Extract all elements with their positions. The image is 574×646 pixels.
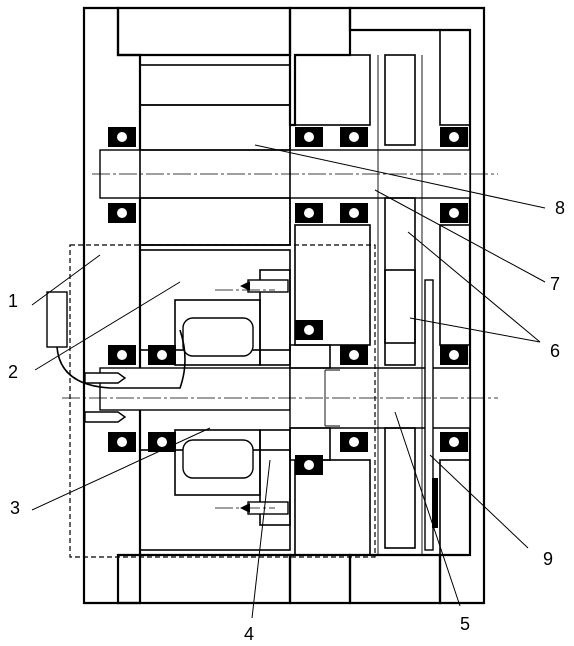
housing-bottom-left-flange (116, 553, 292, 605)
bearings (108, 127, 468, 475)
callout-5: 5 (460, 614, 470, 634)
motor-assembly (174, 269, 331, 526)
callout-4: 4 (244, 624, 254, 644)
rotor-flange-upper (259, 269, 291, 366)
gears (377, 54, 423, 555)
callout-8: 8 (555, 198, 565, 218)
housing-top-middle (288, 6, 352, 127)
callout-7: 7 (550, 274, 560, 294)
partition-upper (294, 54, 371, 126)
housing-bottom-middle (288, 553, 352, 605)
centerlines (62, 173, 498, 509)
callout-9: 9 (543, 549, 553, 569)
sensor-body (46, 291, 68, 348)
callout-3: 3 (10, 498, 20, 518)
housing-bottom-right (348, 553, 442, 605)
gear-lower-top (384, 269, 416, 366)
bolts (240, 279, 289, 515)
right-wall-lower (439, 459, 471, 556)
right-wall-middle (439, 224, 471, 346)
encoder-disk (424, 279, 438, 551)
partition (294, 29, 471, 556)
callout-labels: 1 2 3 4 5 6 7 8 9 (8, 198, 565, 644)
partition-middle (294, 224, 371, 346)
gear-upper-top (384, 54, 416, 146)
housing-left-wall (82, 6, 142, 605)
partition-lower (294, 459, 371, 556)
callout-2: 2 (8, 362, 18, 382)
right-wall-upper (439, 29, 471, 126)
gear-lower-bottom (384, 427, 416, 549)
housing-top-left-flange (116, 6, 292, 57)
sensor (46, 291, 186, 423)
callout-6: 6 (550, 341, 560, 361)
rotor-flange-lower (259, 429, 291, 526)
dashed-boundary (69, 244, 376, 558)
leader-lines (31, 144, 546, 619)
callout-1: 1 (8, 291, 18, 311)
